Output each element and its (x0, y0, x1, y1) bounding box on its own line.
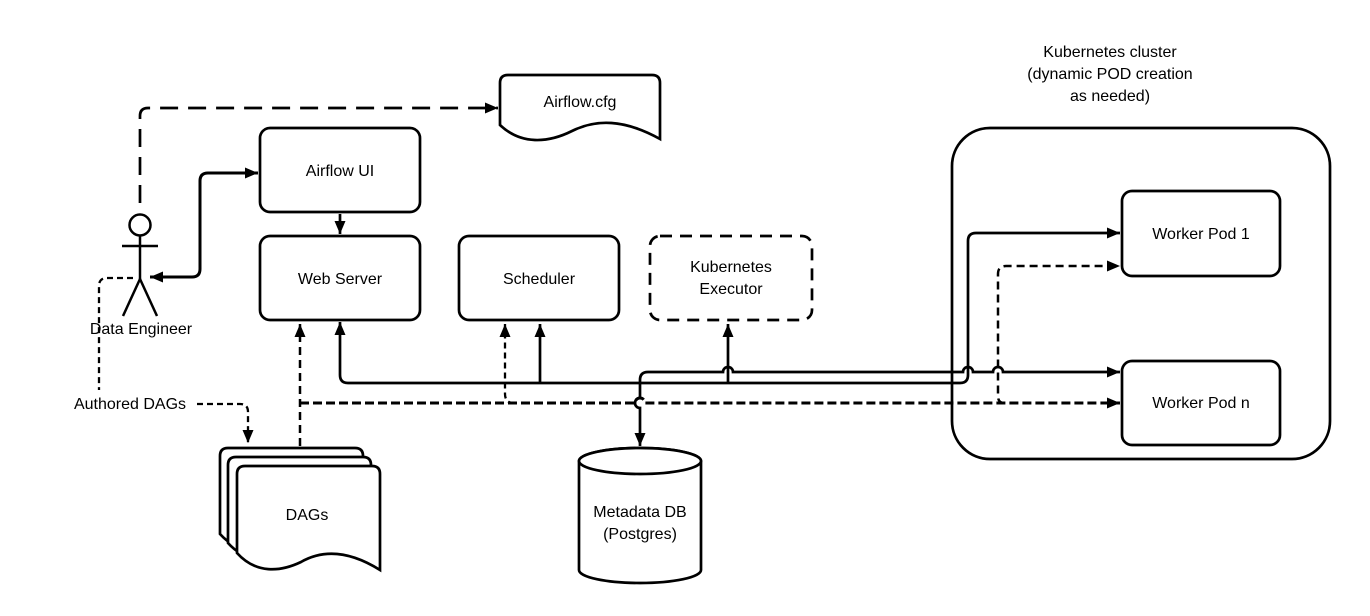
kubernetes-cluster-label-line3: as needed) (1070, 88, 1150, 105)
airflow-cfg-label: Airflow.cfg (544, 94, 617, 111)
dags-label: DAGs (286, 507, 329, 524)
edge-data-engineer-to-airflow-cfg (138, 102, 498, 203)
kubernetes-executor-box (648, 234, 814, 322)
data-engineer-figure: Data Engineer (90, 213, 193, 338)
edge-data-engineer-to-authored-dags (97, 276, 133, 390)
web-server-label: Web Server (298, 271, 383, 288)
scheduler-box (457, 234, 621, 322)
airflow-cfg-document-shape (498, 73, 662, 142)
edge-authored-dags-to-dags (197, 402, 254, 443)
worker-pod-n-label: Worker Pod n (1152, 395, 1250, 412)
authored-dags-label: Authored DAGs (74, 396, 186, 413)
edge-dags-bus-to-workerpod-n (300, 396, 1120, 409)
data-engineer-legs-icon (121, 276, 159, 317)
kubernetes-cluster-label-line1: Kubernetes cluster (1043, 44, 1177, 61)
node-worker-pod-n: Worker Pod n (1120, 359, 1282, 447)
kubernetes-executor-label-line1: Kubernetes (690, 259, 772, 276)
metadata-db-label-line2: (Postgres) (603, 526, 677, 543)
node-airflow-cfg: Airflow.cfg (498, 73, 662, 142)
node-web-server: Web Server (258, 234, 422, 322)
edge-data-engineer-airflow-ui (150, 167, 258, 283)
kubernetes-executor-label-line2: Executor (699, 281, 763, 298)
data-engineer-head-icon (128, 213, 152, 237)
edge-dags-bus-to-scheduler (499, 324, 515, 405)
data-engineer-label: Data Engineer (90, 321, 193, 338)
node-airflow-ui: Airflow UI (258, 126, 422, 214)
metadata-db-cylinder-top (577, 446, 703, 476)
dags-document-front (235, 464, 382, 573)
worker-pod-1-box (1120, 189, 1282, 278)
web-server-box (258, 234, 422, 322)
worker-pod-n-box (1120, 359, 1282, 447)
kubernetes-cluster-label-line2: (dynamic POD creation (1027, 66, 1192, 83)
airflow-ui-label: Airflow UI (306, 163, 374, 180)
scheduler-label: Scheduler (503, 271, 576, 288)
worker-pod-1-label: Worker Pod 1 (1152, 226, 1250, 243)
node-worker-pod-1: Worker Pod 1 (1120, 189, 1282, 278)
node-dags: DAGs (218, 446, 382, 573)
edge-dags-bus-to-workerpod-1 (996, 260, 1120, 405)
airflow-ui-box (258, 126, 422, 214)
connectors (97, 102, 1120, 446)
metadata-db-label-line1: Metadata DB (593, 504, 686, 521)
node-scheduler: Scheduler (457, 234, 621, 322)
node-kubernetes-executor: Kubernetes Executor (648, 234, 814, 322)
node-metadata-db: Metadata DB (Postgres) (577, 446, 703, 585)
